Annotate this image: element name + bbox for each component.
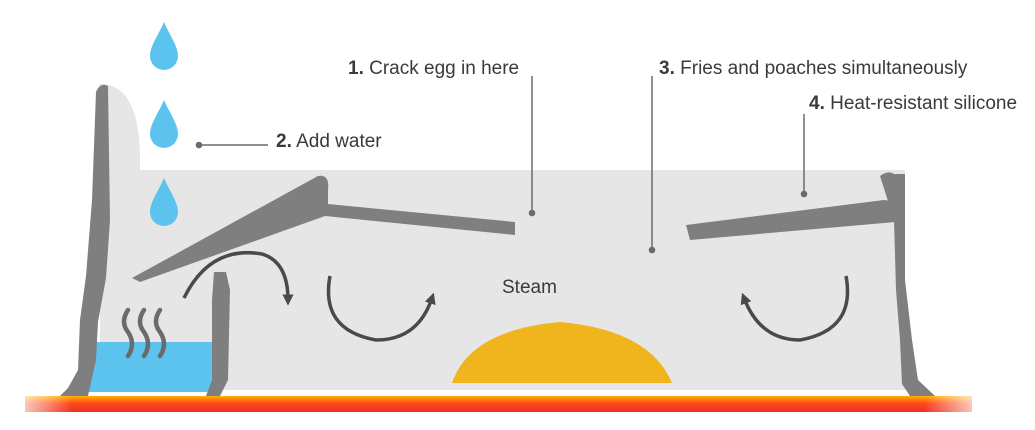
water-reservoir bbox=[84, 342, 219, 392]
water-drops bbox=[150, 22, 178, 226]
leader-lines bbox=[195, 76, 808, 254]
circular-arrow-icon bbox=[182, 251, 850, 342]
silicone-shell bbox=[60, 84, 935, 396]
label-fries-poaches: 3. Fries and poaches simultaneously bbox=[659, 58, 968, 79]
water-drop-icon bbox=[150, 100, 178, 148]
water-drop-icon bbox=[150, 22, 178, 70]
steam-label: Steam bbox=[502, 277, 557, 298]
egg-yolk bbox=[452, 322, 672, 383]
heat-plate bbox=[25, 396, 972, 412]
label-crack-egg: 1. Crack egg in here bbox=[348, 58, 519, 79]
label-heat-resistant: 4. Heat-resistant silicone bbox=[809, 93, 1017, 114]
label-add-water: 2. Add water bbox=[276, 131, 382, 152]
steam-wave-icon bbox=[121, 307, 167, 359]
water-drop-icon bbox=[150, 178, 178, 226]
